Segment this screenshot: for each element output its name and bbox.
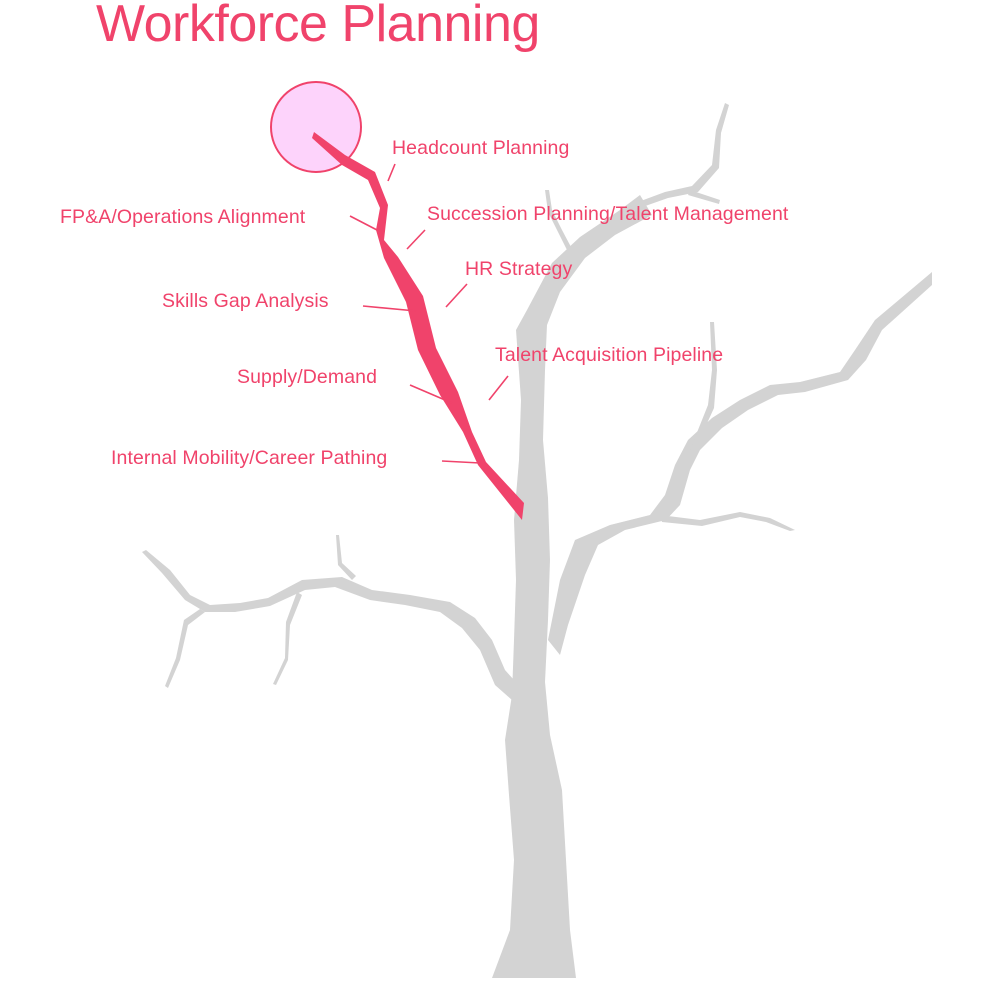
tree-branch-right [548,272,932,655]
highlight-branch-path [312,132,524,520]
label-supply-demand: Supply/Demand [237,366,378,388]
tree-branch-left [142,550,514,700]
highlight-path-group [270,81,524,520]
leader-hr-strategy [445,283,468,308]
tree-twig [688,190,720,204]
tree-twig [165,609,205,688]
tree-twig [690,322,717,452]
tree-twig [660,512,795,531]
tree-twig [336,535,356,580]
label-talent-acquisition-pipeline: Talent Acquisition Pipeline [495,344,724,366]
label-hr-strategy: HR Strategy [465,258,573,280]
leader-internal-mobility [441,460,481,464]
label-fpa-operations-alignment: FP&A/Operations Alignment [60,206,306,228]
label-succession-planning: Succession Planning/Talent Management [427,203,789,225]
label-internal-mobility: Internal Mobility/Career Pathing [111,447,388,469]
leader-skills-gap [362,305,417,312]
leader-headcount [387,163,396,182]
tree-trunk [492,195,652,978]
leader-fpa [349,215,378,231]
page-title: Workforce Planning [96,0,540,53]
leader-talent-acquisition [488,375,509,401]
tree-illustration [142,103,932,978]
label-leader-lines [349,163,509,464]
leader-succession [406,229,426,250]
tree-twig [545,190,571,250]
tree-twig [630,103,729,210]
leader-supply-demand [409,384,453,404]
root-bubble [270,81,362,173]
label-headcount-planning: Headcount Planning [392,137,570,159]
label-skills-gap-analysis: Skills Gap Analysis [162,290,329,312]
tree-twig [273,592,302,685]
